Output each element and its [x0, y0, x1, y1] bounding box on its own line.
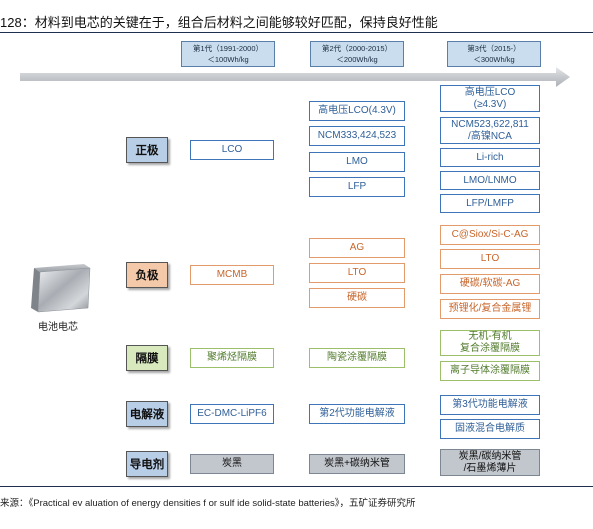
- generation-1-period: 第1代（1991-2000）: [192, 44, 264, 53]
- anode-gen3-item: LTO: [440, 249, 540, 269]
- category-anode: 负极: [126, 262, 168, 288]
- conductive-gen3-item-line: /石墨烯薄片: [463, 462, 517, 474]
- generation-3-period: 第3代（2015-）: [467, 44, 521, 53]
- cathode-gen3-item-line: LFP/LMFP: [466, 197, 514, 209]
- electrolyte-gen2-item: 第2代功能电解液: [309, 404, 405, 424]
- cathode-gen3-item-line: Li-rich: [476, 151, 504, 163]
- conductive-gen3-item: 炭黑/碳纳米管 /石墨烯薄片: [440, 449, 540, 476]
- anode-gen3-item: 预锂化/复合金属锂: [440, 299, 540, 319]
- generation-1-energy: ＜100Wh/kg: [207, 55, 249, 64]
- cathode-gen3-item-line: 高电压LCO: [464, 86, 516, 98]
- cathode-gen3-item-line: /高镍NCA: [468, 130, 512, 142]
- anode-gen2-item: 硬碳: [309, 288, 405, 308]
- source-note: 来源：《Practical ev aluation of energy dens…: [0, 498, 416, 509]
- generation-header-2: 第2代（2000-2015） ＜200Wh/kg: [310, 41, 404, 67]
- anode-gen3-item: C@Siox/Si-C-AG: [440, 225, 540, 245]
- conductive-gen2-item: 炭黑+碳纳米管: [309, 454, 405, 474]
- cathode-gen1-item: LCO: [190, 140, 274, 160]
- cathode-gen3-item-line: LMO/LNMO: [463, 174, 517, 186]
- anode-gen2-item: LTO: [309, 263, 405, 283]
- electrolyte-gen3-item: 固液混合电解质: [440, 419, 540, 439]
- category-separator: 隔膜: [126, 345, 168, 371]
- battery-label: 电池电芯: [38, 322, 78, 333]
- title-divider: [0, 32, 593, 33]
- separator-gen1-item: 聚烯烃隔膜: [190, 348, 274, 368]
- generation-header-3: 第3代（2015-） ＜300Wh/kg: [447, 41, 541, 67]
- cathode-gen3-item: LFP/LMFP: [440, 194, 540, 213]
- electrolyte-gen3-item: 第3代功能电解液: [440, 395, 540, 415]
- cathode-gen3-item-line: NCM523,622,811: [451, 118, 529, 130]
- category-conductive: 导电剂: [126, 451, 168, 477]
- cathode-gen3-item: LMO/LNMO: [440, 171, 540, 190]
- timeline-arrow: [20, 67, 570, 87]
- cathode-gen3-item-line: (≥4.3V): [473, 98, 507, 110]
- separator-gen3-item-line: 离子导体涂覆隔膜: [450, 365, 530, 376]
- source-divider: [0, 486, 593, 487]
- cathode-gen3-item: Li-rich: [440, 148, 540, 167]
- separator-gen2-item: 陶瓷涂覆隔膜: [309, 348, 405, 368]
- separator-gen3-item: 无机-有机 复合涂覆隔膜: [440, 330, 540, 356]
- separator-gen3-item-line: 无机-有机: [468, 331, 512, 342]
- conductive-gen3-item-line: 炭黑/碳纳米管: [458, 450, 522, 462]
- generation-2-period: 第2代（2000-2015）: [321, 44, 393, 53]
- generation-2-energy: ＜200Wh/kg: [336, 55, 378, 64]
- page-title: 128：材料到电芯的关键在于，组合后材料之间能够较好匹配，保持良好性能: [0, 15, 438, 30]
- generation-3-energy: ＜300Wh/kg: [473, 55, 515, 64]
- cathode-gen3-item: 高电压LCO (≥4.3V): [440, 85, 540, 112]
- cathode-gen2-item: NCM333,424,523: [309, 126, 405, 146]
- category-electrolyte: 电解液: [126, 401, 168, 427]
- generation-header-1: 第1代（1991-2000） ＜100Wh/kg: [181, 41, 275, 67]
- cathode-gen2-item: LFP: [309, 177, 405, 197]
- conductive-gen1-item: 炭黑: [190, 454, 274, 474]
- cathode-gen2-item: 高电压LCO(4.3V): [309, 101, 405, 121]
- electrolyte-gen1-item: EC-DMC-LiPF6: [190, 404, 274, 424]
- anode-gen2-item: AG: [309, 238, 405, 258]
- separator-gen3-item-line: 复合涂覆隔膜: [460, 343, 520, 354]
- anode-gen3-item: 硬碳/软碳-AG: [440, 274, 540, 294]
- battery-cell-image: [31, 264, 91, 313]
- cathode-gen2-item: LMO: [309, 152, 405, 172]
- category-cathode: 正极: [126, 137, 168, 163]
- separator-gen3-item: 离子导体涂覆隔膜: [440, 361, 540, 381]
- anode-gen1-item: MCMB: [190, 265, 274, 285]
- cathode-gen3-item: NCM523,622,811 /高镍NCA: [440, 117, 540, 144]
